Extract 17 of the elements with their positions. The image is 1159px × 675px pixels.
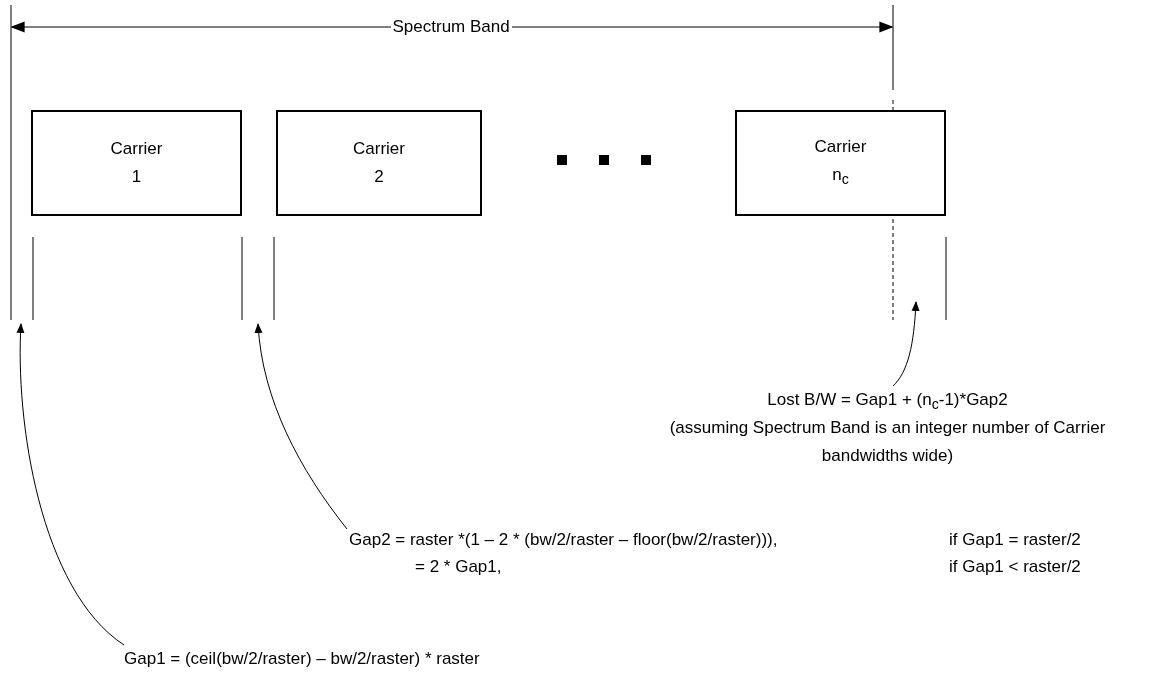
leader-line [892,301,920,387]
carrier-label: Carrier 2 [352,138,406,188]
formula-text: Gap1 = (ceil(bw/2/raster) – bw/2/raster) * raster [124,648,480,670]
formula-text: Lost B/W = Gap1 + (n$_{c}$-1)*Gap2 [766,389,1009,415]
formula-text: Gap2 = raster *(1 – 2 * (bw/2/raster – floor(bw/2/raster))), [349,529,778,551]
dimension-label: Spectrum Band [390,17,512,37]
carrier-box [276,110,482,216]
carrier-label: Carrier n$_{c}$ [813,135,868,190]
note-text: (assuming Spectrum Band is an integer number of Carrier bandwidths wide) [668,417,1107,467]
leader-line [16,323,125,646]
formula-text: = 2 * Gap1, [415,556,502,578]
carrier-box [735,110,946,216]
leader-line [254,323,348,530]
carrier-label: Carrier 1 [109,138,164,188]
condition-text: if Gap1 = raster/2 [949,529,1081,551]
carrier-box [31,110,242,216]
condition-text: if Gap1 < raster/2 [949,556,1081,578]
